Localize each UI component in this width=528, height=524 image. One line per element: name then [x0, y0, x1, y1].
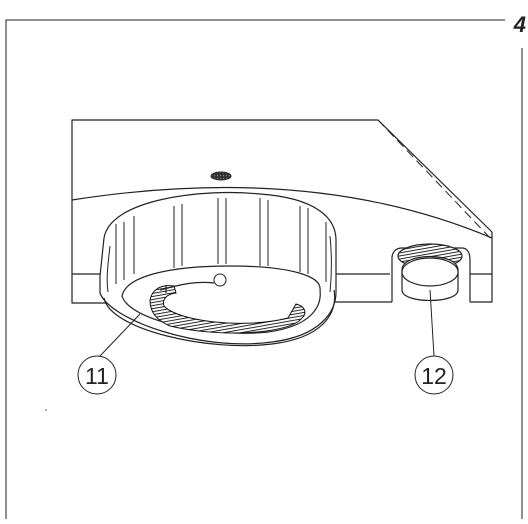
focus-arrow-indicator: [159, 281, 215, 293]
callout-11-label: 11: [85, 363, 109, 389]
callout-12-label: 12: [421, 363, 447, 389]
device-body: [71, 119, 493, 304]
screw-hole: [210, 171, 232, 181]
callout-12-circle: [414, 355, 454, 395]
callout-12: 12: [414, 355, 454, 395]
small-knob: [391, 243, 471, 302]
page-frame: [5, 19, 523, 519]
focus-index-dot: [213, 273, 227, 287]
callout-11-circle: [77, 355, 117, 395]
hidden-edge-line: [377, 119, 493, 241]
stray-mark: [45, 409, 47, 411]
large-knob: [99, 191, 337, 347]
knob-ribs: [106, 198, 332, 293]
callout-11: 11: [77, 355, 117, 395]
page-number: 4: [513, 12, 526, 37]
leader-lines: [99, 289, 435, 357]
focus-scale-band: [149, 285, 306, 334]
